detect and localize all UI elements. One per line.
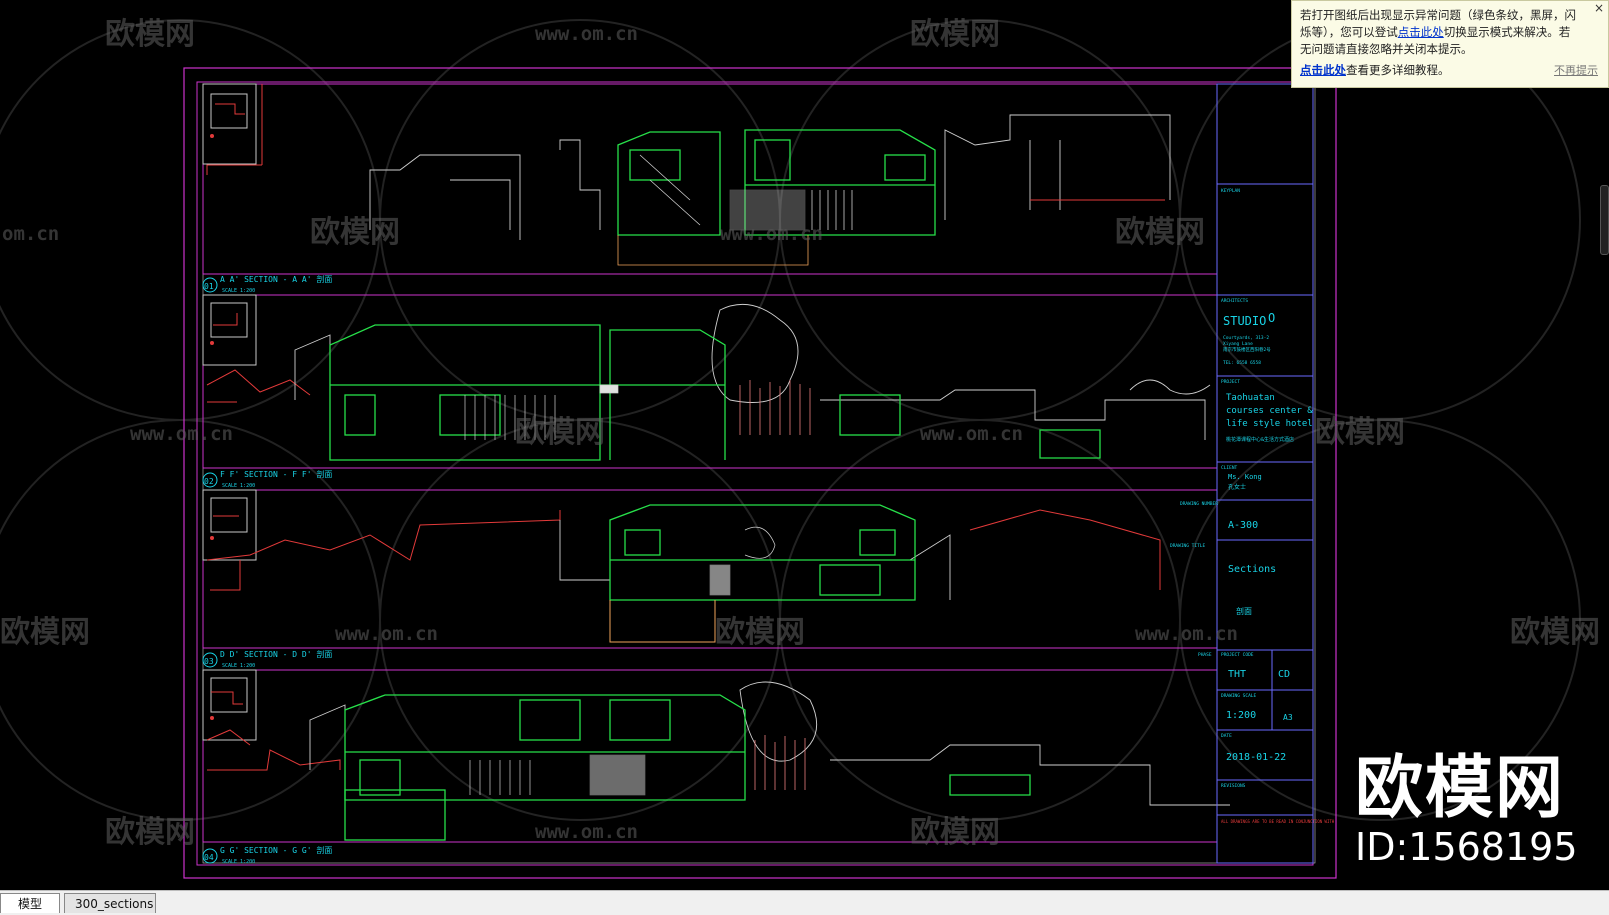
section-title-g: G G' SECTION - G G' 剖面: [220, 845, 332, 855]
svg-text:TEL: 6558 6558: TEL: 6558 6558: [1223, 360, 1261, 366]
svg-text:THT: THT: [1228, 669, 1246, 680]
svg-text:孔女士: 孔女士: [1228, 483, 1246, 491]
svg-text:www.om.cn: www.om.cn: [130, 423, 233, 445]
svg-text:A3: A3: [1283, 713, 1293, 722]
svg-text:om.cn: om.cn: [2, 223, 59, 245]
svg-text:欧模网: 欧模网: [310, 215, 400, 250]
svg-text:南京市鼓楼区西阳巷2号: 南京市鼓楼区西阳巷2号: [1223, 346, 1271, 353]
drawing-number: A-300: [1228, 520, 1258, 531]
drawing-date: 2018-01-22: [1226, 752, 1286, 763]
brand-id: ID:1568195: [1355, 825, 1578, 869]
svg-text:欧模网: 欧模网: [1315, 415, 1405, 450]
section-num-02: 02: [204, 477, 214, 486]
section-num-03: 03: [204, 657, 214, 666]
studio-name: STUDIO: [1223, 314, 1266, 328]
notice-line-3: 无问题请直接忽略并关闭本提示。: [1300, 42, 1473, 56]
notice-footer: 点击此处查看更多详细教程。: [1300, 63, 1450, 77]
svg-text:DRAWING NUMBER: DRAWING NUMBER: [1180, 501, 1218, 507]
svg-text:PHASE: PHASE: [1198, 652, 1212, 658]
svg-text:www.om.cn: www.om.cn: [1135, 623, 1238, 645]
section-labels: 01 A A' SECTION - A A' 剖面 SCALE 1:200 02…: [202, 274, 332, 865]
display-notice-popup: × 若打开图纸后出现显示异常问题（绿色条纹，黑屏，闪 烁等），您可以登试点击此处…: [1291, 0, 1609, 88]
notice-line-1: 若打开图纸后出现显示异常问题（绿色条纹，黑屏，闪: [1300, 8, 1576, 22]
notice-line-2: 烁等），您可以登试点击此处切换显示模式来解决。若: [1300, 25, 1571, 39]
svg-text:www.om.cn: www.om.cn: [535, 23, 638, 45]
svg-text:www.om.cn: www.om.cn: [535, 821, 638, 843]
watermark-circles: [0, 19, 1581, 821]
svg-text:ALL DRAWINGS ARE TO BE READ IN: ALL DRAWINGS ARE TO BE READ IN CONJUNCTI…: [1221, 819, 1335, 824]
watermark-layer: 欧模网 www.om.cn 欧模网 om.cn 欧模网 www.om.cn 欧模…: [0, 17, 1600, 850]
svg-text:KEYPLAN: KEYPLAN: [1221, 188, 1240, 194]
project-name: Taohuatan: [1226, 393, 1275, 403]
tab-300-sections[interactable]: 300_sections: [64, 893, 156, 913]
svg-text:Ms. Kong: Ms. Kong: [1228, 473, 1262, 481]
svg-text:PROJECT CODE: PROJECT CODE: [1221, 652, 1254, 658]
svg-text:Courtyards, 313-2: Courtyards, 313-2: [1223, 335, 1269, 341]
layout-tab-bar: 模型 300_sections: [0, 890, 1609, 915]
svg-text:DATE: DATE: [1221, 733, 1232, 739]
section-title-d: D D' SECTION - D D' 剖面: [220, 649, 332, 659]
section-scale-d: SCALE 1:200: [222, 663, 255, 669]
svg-text:欧模网: 欧模网: [910, 17, 1000, 52]
svg-text:欧模网: 欧模网: [715, 615, 805, 650]
vertical-scrollbar-handle[interactable]: [1600, 185, 1609, 255]
svg-text:O: O: [1268, 311, 1275, 325]
section-num-01: 01: [204, 282, 214, 291]
svg-text:欧模网: 欧模网: [105, 17, 195, 52]
svg-text:life style hotel: life style hotel: [1226, 419, 1313, 429]
section-title-f: F F' SECTION - F F' 剖面: [220, 469, 332, 479]
svg-text:CD: CD: [1278, 669, 1290, 680]
section-title-a: A A' SECTION - A A' 剖面: [220, 274, 332, 284]
dont-show-again-link[interactable]: 不再提示: [1554, 64, 1598, 77]
svg-text:欧模网: 欧模网: [105, 815, 195, 850]
svg-text:剖面: 剖面: [1236, 606, 1252, 616]
svg-text:1:200: 1:200: [1226, 710, 1256, 721]
svg-text:REVISIONS: REVISIONS: [1221, 783, 1246, 789]
switch-display-mode-link[interactable]: 点击此处: [1397, 25, 1444, 39]
tutorial-link[interactable]: 点击此处: [1300, 63, 1346, 77]
svg-text:DRAWING SCALE: DRAWING SCALE: [1221, 693, 1257, 699]
drawing-canvas[interactable]: 01 A A' SECTION - A A' 剖面 SCALE 1:200 02…: [0, 0, 1609, 890]
svg-text:Xiyang Lane: Xiyang Lane: [1223, 341, 1253, 347]
section-scale-a: SCALE 1:200: [222, 288, 255, 294]
svg-text:欧模网: 欧模网: [1510, 615, 1600, 650]
brand-name: 欧模网: [1355, 749, 1566, 828]
svg-text:桃花潭课程中心&生活方式酒店: 桃花潭课程中心&生活方式酒店: [1226, 436, 1294, 443]
brand-watermark: 欧模网 ID:1568195: [1355, 749, 1585, 869]
svg-text:CLIENT: CLIENT: [1221, 465, 1238, 471]
cad-drawing: 01 A A' SECTION - A A' 剖面 SCALE 1:200 02…: [0, 17, 1600, 879]
section-num-04: 04: [204, 853, 214, 862]
svg-text:欧模网: 欧模网: [910, 815, 1000, 850]
svg-text:ARCHITECTS: ARCHITECTS: [1221, 298, 1248, 304]
close-icon[interactable]: ×: [1593, 1, 1605, 15]
svg-text:PROJECT: PROJECT: [1221, 379, 1240, 385]
svg-text:欧模网: 欧模网: [515, 415, 605, 450]
section-scale-g: SCALE 1:200: [222, 859, 255, 865]
svg-text:DRAWING TITLE: DRAWING TITLE: [1170, 543, 1206, 549]
tab-model[interactable]: 模型: [0, 893, 60, 913]
svg-text:欧模网: 欧模网: [0, 615, 90, 650]
svg-text:www.om.cn: www.om.cn: [920, 423, 1023, 445]
svg-text:欧模网: 欧模网: [1115, 215, 1205, 250]
svg-text:www.om.cn: www.om.cn: [720, 223, 823, 245]
svg-text:www.om.cn: www.om.cn: [335, 623, 438, 645]
drawing-title: Sections: [1228, 564, 1276, 575]
title-block: KEYPLAN ARCHITECTS STUDIO O Courtyards, …: [1170, 83, 1335, 864]
section-scale-f: SCALE 1:200: [222, 483, 255, 489]
svg-text:courses center &: courses center &: [1226, 406, 1313, 416]
